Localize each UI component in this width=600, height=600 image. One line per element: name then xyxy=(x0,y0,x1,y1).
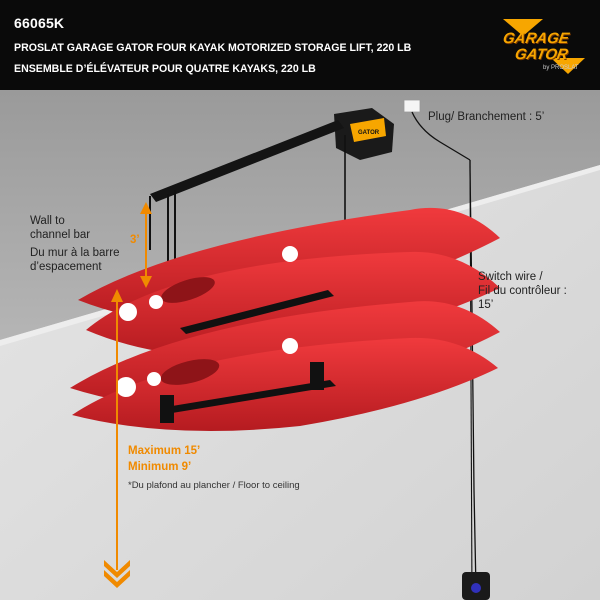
product-title-fr: ENSEMBLE D’ÉLÉVATEUR POUR QUATRE KAYAKS,… xyxy=(14,63,316,75)
product-sku: 66065K xyxy=(14,15,65,31)
logo-triangle-icon xyxy=(503,19,585,74)
logo-text-garage: GARAGE xyxy=(501,30,571,47)
min-height-label: Minimum 9’ xyxy=(128,461,192,473)
outlet xyxy=(403,99,421,113)
logo-text-by-proslat: by PROSLAT xyxy=(543,65,579,71)
wall-label-en-2: channel bar xyxy=(30,229,91,241)
floor-to-ceiling-note: *Du plafond au plancher / Floor to ceili… xyxy=(128,480,300,491)
wall-label-en-1: Wall to xyxy=(30,215,65,227)
garage-gator-logo: GARAGE GATOR by PROSLAT xyxy=(493,16,589,76)
switch-label-1: Switch wire / xyxy=(478,271,543,283)
wall-label-fr-2: d’espacement xyxy=(30,261,102,273)
lift-illustration: GATOR xyxy=(0,90,600,600)
gap-label: 3’ xyxy=(130,234,140,246)
max-height-label: Maximum 15’ xyxy=(128,445,201,457)
header-bar: 66065K PROSLAT GARAGE GATOR FOUR KAYAK M… xyxy=(0,0,600,90)
svg-text:GATOR: GATOR xyxy=(358,130,380,136)
channel-bar xyxy=(150,120,344,202)
wall-label-fr-1: Du mur à la barre xyxy=(30,247,120,259)
power-cord xyxy=(411,111,471,161)
product-title-en: PROSLAT GARAGE GATOR FOUR KAYAK MOTORIZE… xyxy=(14,42,412,54)
switch-label-3: 15’ xyxy=(478,299,494,311)
plug-label: Plug/ Branchement : 5’ xyxy=(428,111,545,123)
lower-rack-bar xyxy=(160,380,336,414)
product-illustration: GATOR xyxy=(0,90,600,600)
switch-label-2: Fil du contrôleur : xyxy=(478,285,567,297)
logo-text-gator: GATOR xyxy=(513,46,570,63)
